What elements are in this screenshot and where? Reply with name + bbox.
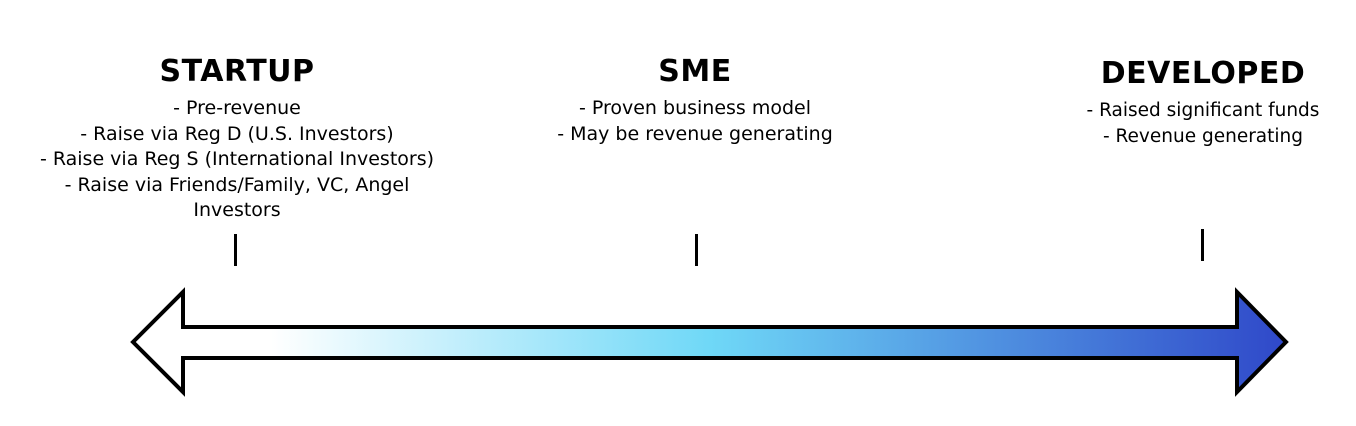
stage-points-developed: - Raised significant funds - Revenue gen… bbox=[1050, 98, 1356, 149]
stage-point: - May be revenue generating bbox=[557, 122, 833, 145]
stage-point: - Proven business model bbox=[578, 97, 812, 119]
stage-point: - Raise via Reg S (International Investo… bbox=[39, 148, 435, 170]
stage-developed: DEVELOPED - Raised significant funds - R… bbox=[1050, 56, 1356, 149]
stage-point: - Raise via Friends/Family, VC, Angel In… bbox=[64, 173, 410, 222]
stage-startup: STARTUP - Pre-revenue - Raise via Reg D … bbox=[12, 54, 462, 224]
tick-mark-developed bbox=[1201, 229, 1204, 261]
stage-points-sme: - Proven business model - May be revenue… bbox=[520, 96, 870, 147]
stage-title-developed: DEVELOPED bbox=[1100, 56, 1306, 91]
stage-sme: SME - Proven business model - May be rev… bbox=[520, 54, 870, 147]
stage-point: - Revenue generating bbox=[1102, 125, 1304, 147]
tick-mark-startup bbox=[234, 234, 237, 266]
tick-mark-sme bbox=[695, 234, 698, 266]
double-headed-arrow bbox=[130, 287, 1289, 397]
stage-point: - Raised significant funds bbox=[1086, 100, 1320, 121]
stage-point: - Pre-revenue bbox=[173, 97, 301, 119]
stage-title-startup: STARTUP bbox=[159, 54, 315, 89]
stage-title-sme: SME bbox=[658, 54, 732, 89]
stage-point: - Raise via Reg D (U.S. Investors) bbox=[80, 122, 394, 145]
stage-points-startup: - Pre-revenue - Raise via Reg D (U.S. In… bbox=[12, 96, 462, 224]
